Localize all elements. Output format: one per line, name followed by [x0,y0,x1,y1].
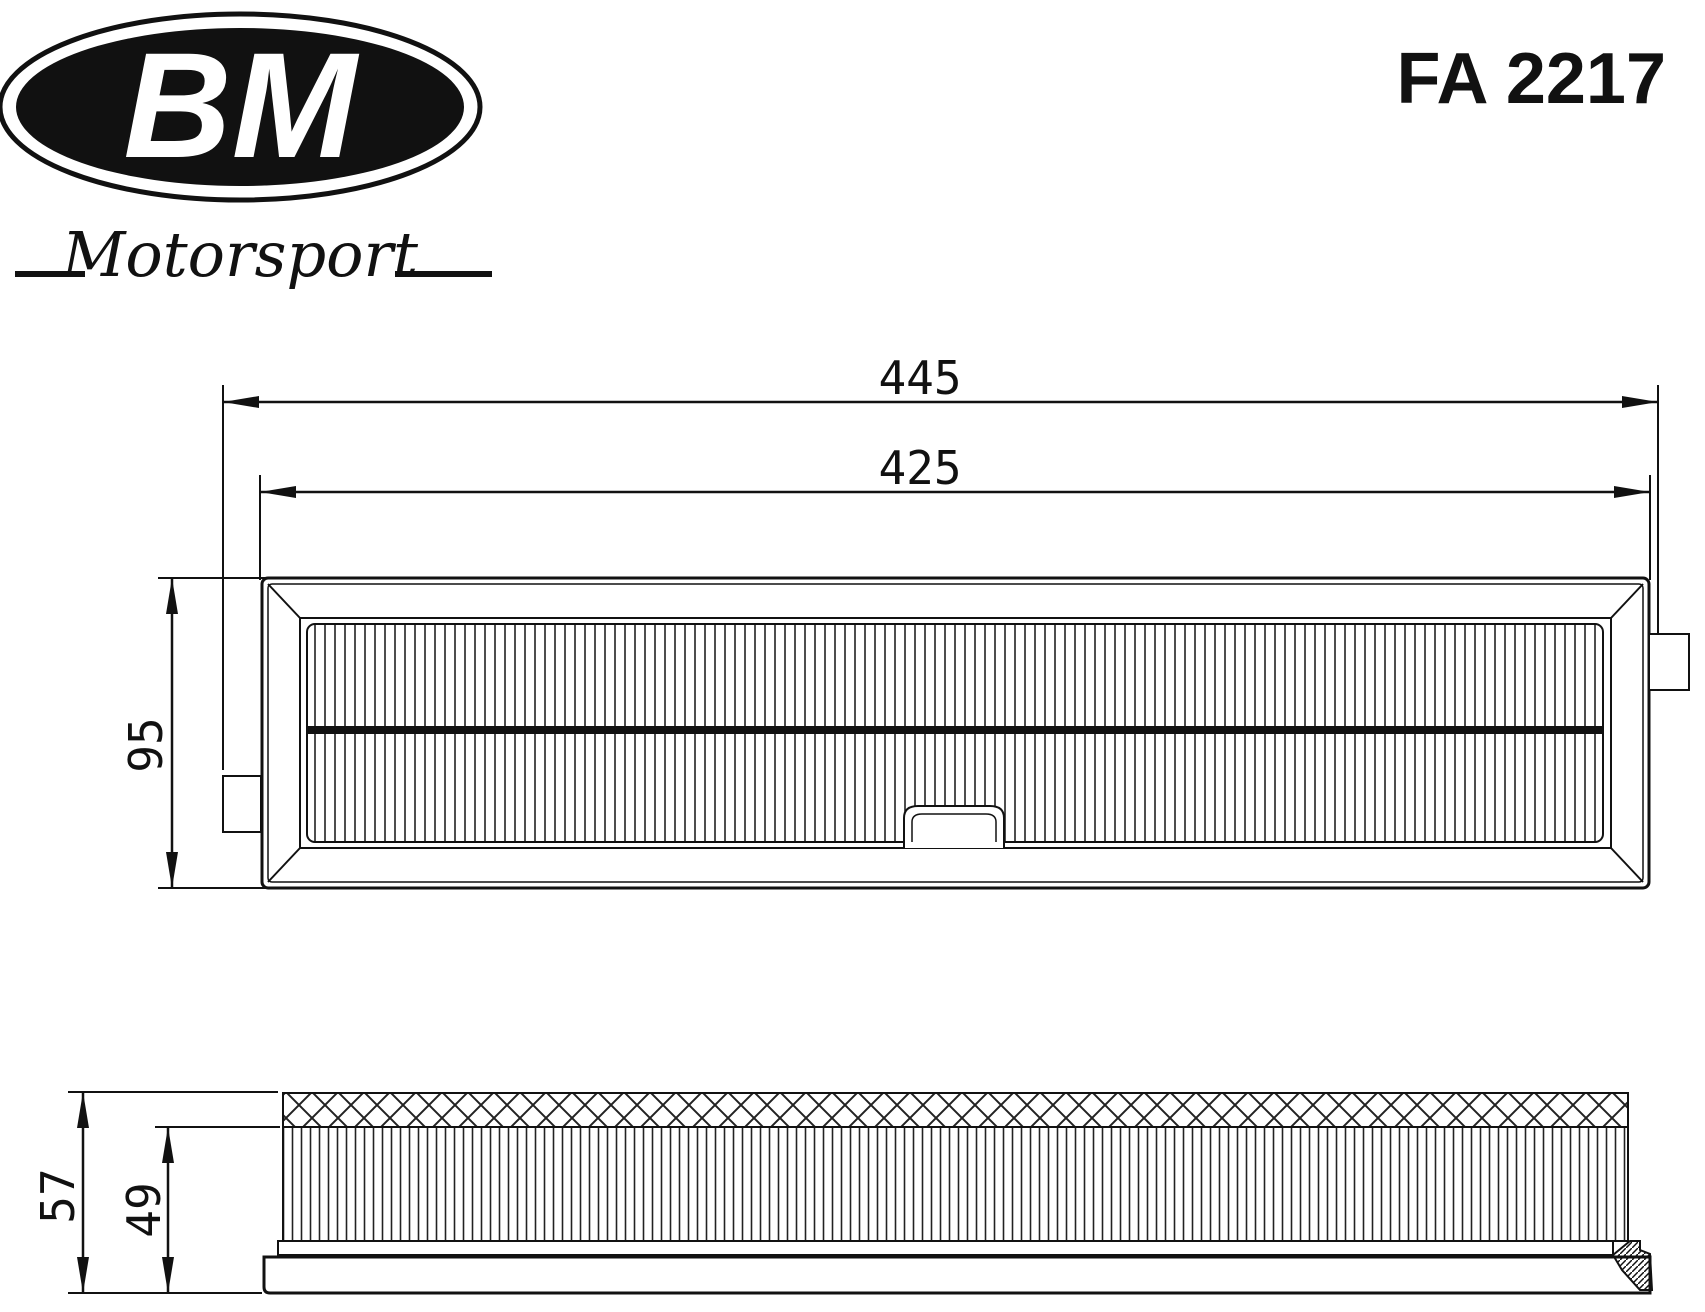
dim-label-49: 49 [117,1182,171,1237]
base-frame [262,1255,1652,1295]
dim-label-445: 445 [878,351,961,405]
dimension-media-height: 49 [117,1126,280,1293]
dimension-inner-length: 425 [259,441,1651,580]
top-view: 445 425 95 [119,351,1690,890]
right-lug [1648,633,1690,691]
gasket-section [1611,1240,1654,1291]
logo-script-text: Motorsport [61,218,418,291]
brand-logo: BM Motorsport [0,11,492,291]
pleated-media-side [282,1126,1629,1242]
left-lug [222,775,262,833]
dimension-overall-height: 57 [31,1091,278,1294]
dim-label-425: 425 [878,441,961,495]
frame-step [277,1240,1614,1256]
dimension-overall-length: 445 [222,351,1659,770]
dim-label-57: 57 [31,1168,85,1223]
mesh-layer [282,1092,1629,1128]
part-number: FA 2217 [1396,39,1666,119]
dimension-width: 95 [119,577,268,889]
logo-bm-text: BM [123,21,359,189]
dim-label-95: 95 [119,717,173,772]
pull-tab [903,805,1005,848]
side-view: 57 49 [31,1091,1654,1295]
